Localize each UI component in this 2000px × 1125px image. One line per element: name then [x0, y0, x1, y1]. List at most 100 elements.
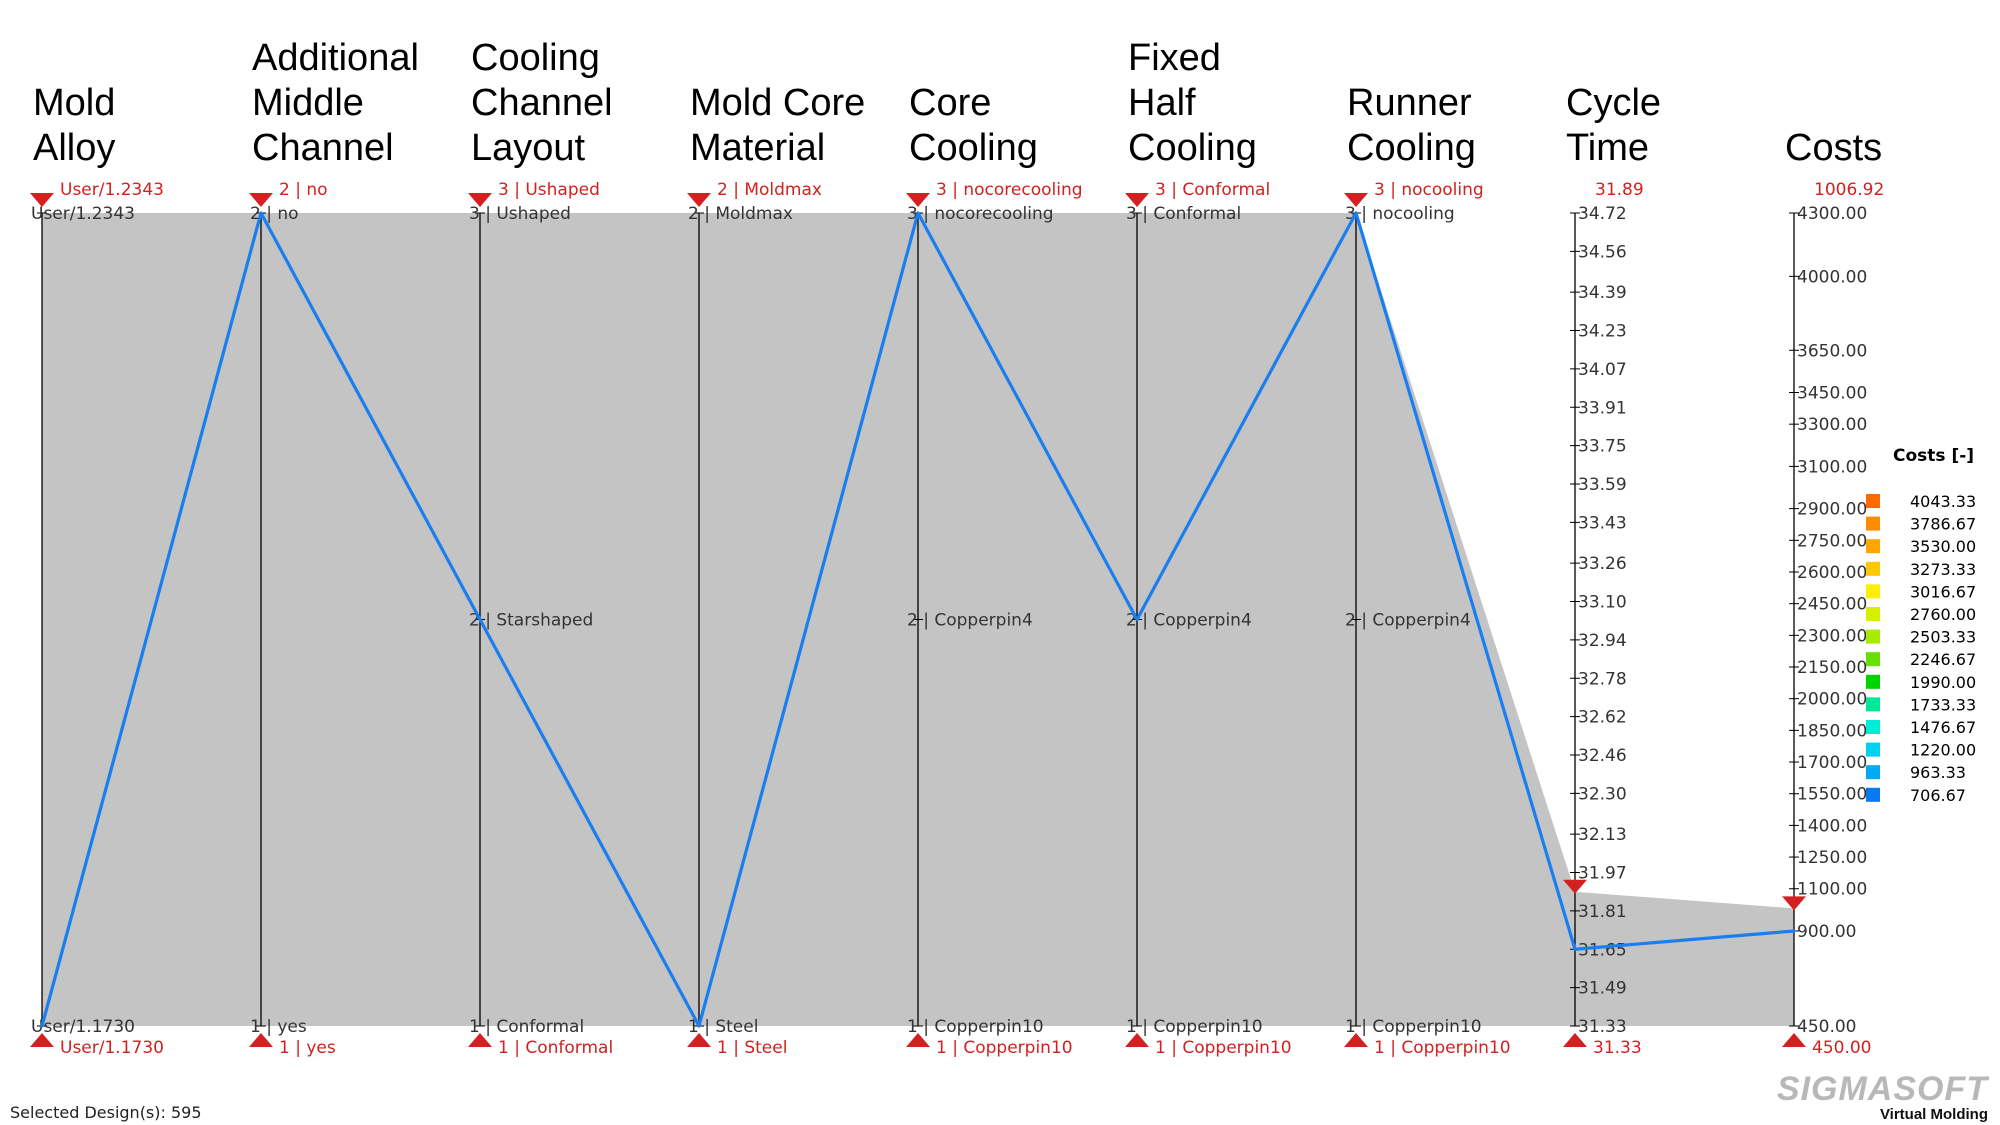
legend-entry: 1220.00 — [1866, 741, 1976, 760]
legend-label: 1990.00 — [1910, 673, 1976, 692]
costs-legend: Costs [-]4043.333786.673530.003273.33301… — [1866, 446, 1976, 805]
tick-label: 2000.00 — [1797, 690, 1867, 710]
bottom-filter-marker — [249, 1033, 273, 1047]
legend-entry: 3273.33 — [1866, 560, 1976, 579]
tick-label: 4300.00 — [1797, 204, 1867, 224]
tick-label: 31.97 — [1578, 864, 1627, 884]
legend-label: 1220.00 — [1910, 741, 1976, 760]
legend-swatch — [1866, 742, 1880, 757]
axis-title-line: Cooling — [1128, 127, 1257, 169]
tick-label: 1 | Copperpin10 — [1345, 1017, 1482, 1037]
legend-swatch — [1866, 516, 1880, 531]
tick-label: 2 | Copperpin4 — [1345, 611, 1471, 631]
tick-label: 2150.00 — [1797, 658, 1867, 678]
selected-design-segment-7 — [1354, 211, 1577, 951]
axis-title-line: Cycle — [1566, 82, 1661, 124]
top-filter-label: 1006.92 — [1814, 180, 1884, 200]
tick-label: 31.33 — [1578, 1017, 1627, 1037]
tick-label: 2 | Starshaped — [469, 611, 593, 631]
axis-title-line: Fixed — [1128, 37, 1221, 79]
tick-label: 1700.00 — [1797, 753, 1867, 773]
tick-label: 1 | Conformal — [469, 1017, 584, 1037]
axis-titles: MoldAlloyAdditionalMiddleChannelCoolingC… — [33, 37, 1882, 169]
legend-swatch — [1866, 720, 1880, 734]
axis-title-9: Costs — [1785, 127, 1882, 169]
tick-label: 2 | Moldmax — [688, 204, 793, 224]
top-filter-label: 31.89 — [1595, 180, 1644, 200]
legend-label: 3016.67 — [1910, 582, 1976, 601]
selected-design-segment-6 — [1135, 211, 1358, 622]
tick-label: 1 | Copperpin10 — [907, 1017, 1044, 1037]
legend-label: 1733.33 — [1910, 695, 1976, 714]
axis-title-line: Channel — [252, 127, 394, 169]
tick-label: 2750.00 — [1797, 531, 1867, 551]
bottom-filter-label: 1 | Steel — [717, 1038, 787, 1058]
top-filter-marker — [906, 193, 930, 207]
legend-swatch — [1866, 561, 1880, 576]
tick-label: 1250.00 — [1797, 848, 1867, 868]
bottom-filter-marker — [687, 1033, 711, 1047]
tick-label: 3 | nocooling — [1345, 204, 1455, 224]
legend-entry: 1990.00 — [1866, 673, 1976, 692]
bottom-filter-marker — [906, 1033, 930, 1047]
legend-swatch — [1866, 494, 1880, 508]
top-filter-anchor — [1563, 188, 1587, 200]
tick-label: 33.43 — [1578, 513, 1627, 533]
legend-entry: 2760.00 — [1866, 605, 1976, 624]
sigmasoft-logo: SIGMASOFT Virtual Molding — [1777, 1072, 1988, 1124]
legend-label: 2246.67 — [1910, 650, 1976, 669]
tick-label: 34.56 — [1578, 242, 1627, 262]
bottom-filter-marker — [1344, 1033, 1368, 1047]
axis-title-line: Time — [1566, 127, 1649, 169]
bottom-filter-label: 1 | Copperpin10 — [1155, 1038, 1292, 1058]
tick-label: 3 | Conformal — [1126, 204, 1241, 224]
logo-tagline: Virtual Molding — [1879, 1106, 1988, 1123]
tick-label: 4000.00 — [1797, 267, 1867, 287]
axis-title-line: Middle — [252, 82, 364, 124]
axis-title-line: Layout — [471, 127, 586, 169]
bottom-filter-marker — [30, 1033, 54, 1047]
tick-label: 32.62 — [1578, 708, 1627, 728]
legend-label: 4043.33 — [1910, 492, 1976, 511]
tick-label: 34.72 — [1578, 204, 1627, 224]
top-filter-label: User/1.2343 — [60, 180, 164, 200]
axis-title-line: Cooling — [471, 37, 600, 79]
legend-swatch — [1866, 697, 1880, 712]
top-filter-label: 3 | nocorecooling — [936, 180, 1083, 200]
tick-label: 3 | nocorecooling — [907, 204, 1054, 224]
top-filter-anchor — [1782, 188, 1806, 200]
top-filter-marker — [468, 193, 492, 207]
axis-title-line: Channel — [471, 82, 613, 124]
legend-swatch — [1866, 765, 1880, 780]
tick-label: 2 | Copperpin4 — [1126, 611, 1252, 631]
tick-label: 34.39 — [1578, 283, 1627, 303]
legend-entry: 3016.67 — [1866, 582, 1976, 601]
tick-label: 450.00 — [1797, 1017, 1856, 1037]
selected-design-segment-2 — [259, 211, 482, 622]
tick-label: 34.07 — [1578, 360, 1627, 380]
selected-design-segment-1 — [40, 211, 263, 1028]
bottom-filter-label: 450.00 — [1812, 1038, 1871, 1058]
tick-label: 32.46 — [1578, 746, 1627, 766]
bottom-filter-marker — [1782, 1033, 1806, 1047]
selected-design-lines — [40, 211, 1796, 1028]
selected-design-segment-8 — [1573, 929, 1796, 951]
tick-label: 33.75 — [1578, 437, 1627, 457]
legend-entry: 963.33 — [1866, 763, 1966, 782]
bottom-filter-marker — [1563, 1033, 1587, 1047]
tick-label: 2300.00 — [1797, 626, 1867, 646]
top-filter-marker — [687, 193, 711, 207]
axis-title-line: Core — [909, 82, 991, 124]
legend-label: 963.33 — [1910, 763, 1966, 782]
tick-label: 1 | yes — [250, 1017, 307, 1037]
tick-label: 31.49 — [1578, 979, 1627, 999]
top-filter-label: 3 | nocooling — [1374, 180, 1484, 200]
tick-label: 1850.00 — [1797, 721, 1867, 741]
legend-entry: 2503.33 — [1866, 628, 1976, 647]
